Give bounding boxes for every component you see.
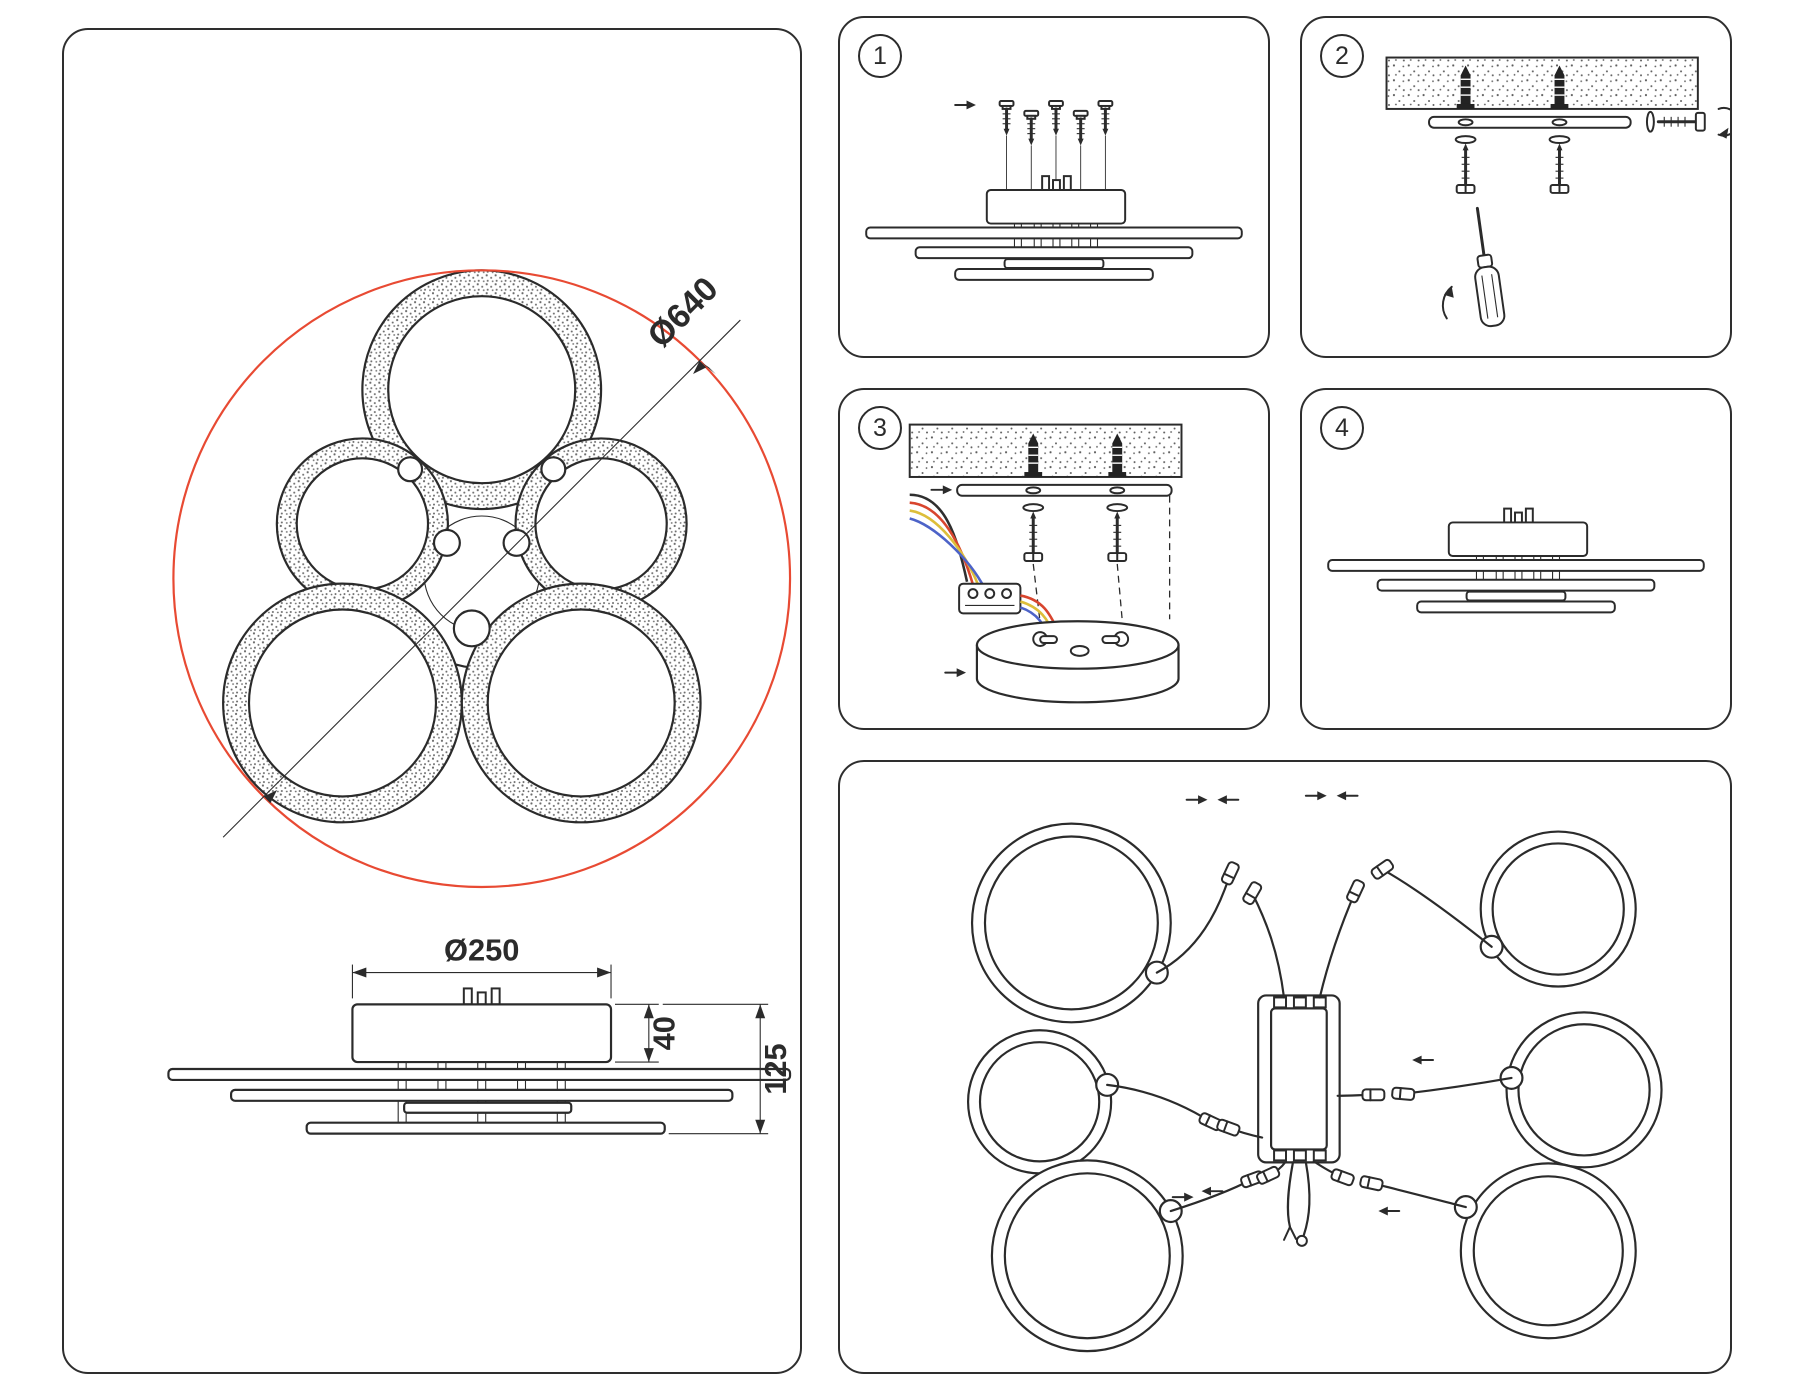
- led-ring-mid-left: [275, 437, 450, 611]
- supply-wires: [909, 493, 986, 590]
- ring-mid-right: [1499, 1011, 1663, 1169]
- step1-drawing: [865, 99, 1243, 281]
- step2-panel: 2: [1300, 16, 1732, 358]
- canopy-height-label: 40: [647, 1016, 682, 1050]
- canopy-height-dimension: 40: [615, 1003, 682, 1063]
- led-ring-bottom-right: [460, 582, 702, 824]
- ring-bottom-right: [1453, 1162, 1637, 1340]
- ceiling: [1385, 56, 1699, 110]
- overview-panel: Ø640 Ø250: [62, 28, 802, 1374]
- screws-row: [998, 99, 1114, 190]
- step2-number: 2: [1335, 41, 1349, 70]
- top-view: Ø640: [172, 269, 792, 889]
- step1-panel: 1: [838, 16, 1270, 358]
- rotation-arrow: [1441, 285, 1454, 320]
- step3-drawing: [908, 423, 1183, 704]
- step3-panel: 3: [838, 388, 1270, 730]
- mounting-screws: [1454, 135, 1571, 195]
- fixture-height-label: 125: [758, 1043, 793, 1094]
- step4-number-badge: 4: [1320, 406, 1364, 450]
- step1-number-badge: 1: [858, 34, 902, 78]
- overall-diameter-label: Ø640: [640, 270, 725, 355]
- led-ring-mid-right: [514, 437, 688, 611]
- ring-mid-left: [966, 1029, 1120, 1175]
- side-screw-assembly: [1645, 106, 1730, 139]
- led-ring-bottom-left: [222, 582, 463, 824]
- ring-bars-side: [167, 1067, 792, 1135]
- led-driver: [1257, 994, 1341, 1164]
- mounting-bracket: [1428, 115, 1632, 129]
- ring-bottom-left: [990, 1159, 1184, 1353]
- ring-top-right: [1479, 830, 1637, 988]
- step2-drawing: [1385, 56, 1730, 328]
- step2-number-badge: 2: [1320, 34, 1364, 78]
- canopy-cylinder: [944, 620, 1180, 704]
- step1-number: 1: [873, 41, 887, 70]
- fixture-height-dimension: 125: [662, 1003, 793, 1135]
- mains-pigtail: [1283, 1161, 1311, 1247]
- overview-drawing: Ø640 Ø250: [167, 269, 793, 1135]
- insert-screws-arrow: [954, 99, 977, 111]
- canopy-side: [351, 987, 613, 1064]
- fixture-side-view: [865, 175, 1243, 281]
- mounting-bracket: [930, 483, 1173, 497]
- side-view: Ø250: [167, 933, 793, 1135]
- step3-number-badge: 3: [858, 406, 902, 450]
- canopy-diameter-label: Ø250: [444, 933, 519, 968]
- ring-top-left: [970, 822, 1172, 1024]
- step4-panel: 4: [1300, 388, 1732, 730]
- ring-lead-wires: [1106, 857, 1513, 1213]
- ceiling: [908, 423, 1183, 478]
- overall-diameter-circle: [172, 269, 792, 889]
- terminal-block: [958, 582, 1022, 615]
- step4-drawing: [1327, 507, 1705, 614]
- canopy-diameter-dimension: Ø250: [351, 933, 612, 999]
- fixture-side-view: [1327, 507, 1705, 614]
- step3-number: 3: [873, 413, 887, 442]
- step4-number: 4: [1335, 413, 1349, 442]
- driver-stub-wires: [1215, 877, 1386, 1188]
- led-ring-top: [361, 269, 603, 511]
- wiring-drawing: [966, 790, 1663, 1353]
- screwdriver: [1474, 206, 1506, 328]
- wiring-panel: [838, 760, 1732, 1374]
- joint-balls: [397, 456, 567, 648]
